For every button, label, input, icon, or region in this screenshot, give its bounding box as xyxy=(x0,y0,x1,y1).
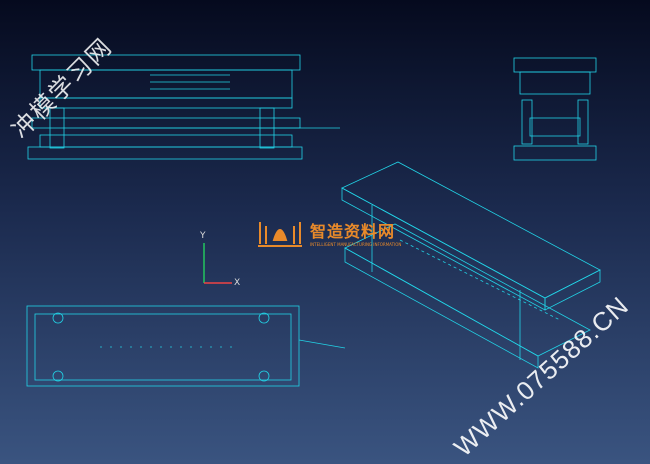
axis-triad xyxy=(203,243,232,284)
top-view xyxy=(26,305,346,387)
x-axis-label: X xyxy=(234,278,241,288)
y-axis-label: Y xyxy=(200,231,206,241)
logo-subtitle: INTELLIGENT MANUFACTURING INFORMATION xyxy=(310,241,402,247)
logo-title: 智造资料网 xyxy=(310,221,396,241)
front-view xyxy=(27,54,340,160)
side-view xyxy=(513,57,597,161)
logo-watermark: 智造资料网 INTELLIGENT MANUFACTURING INFORMAT… xyxy=(256,216,401,248)
isometric-view xyxy=(341,161,601,369)
book-flame-logo-icon xyxy=(258,222,302,247)
